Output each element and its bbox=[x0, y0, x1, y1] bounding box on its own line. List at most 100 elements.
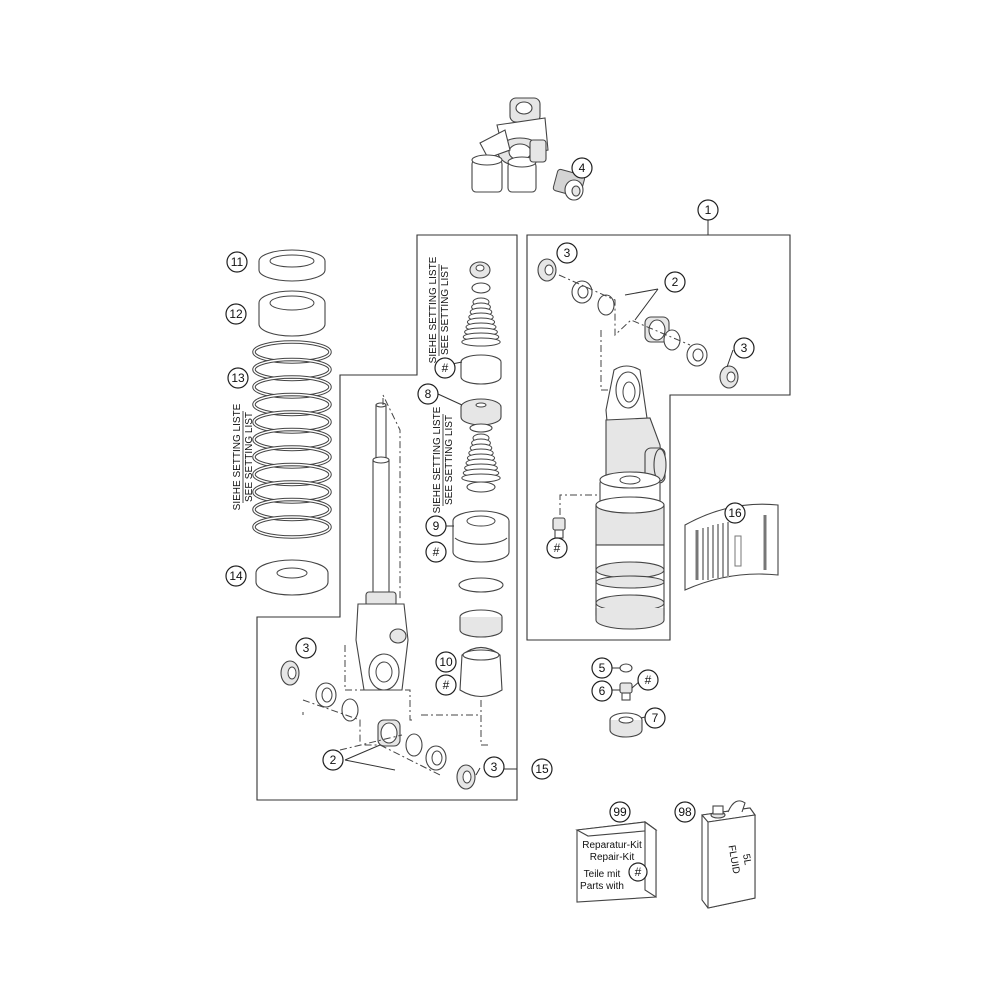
part-12-nut bbox=[258, 290, 326, 337]
svg-text:3: 3 bbox=[491, 760, 498, 774]
callout-98: 98 bbox=[674, 801, 696, 823]
part-10-bump-rubber bbox=[459, 646, 503, 698]
svg-text:2: 2 bbox=[672, 275, 679, 289]
kit-label-line3: Teile mit bbox=[584, 869, 621, 880]
hash-callout-valve: # bbox=[637, 669, 659, 691]
svg-text:1: 1 bbox=[705, 203, 712, 217]
svg-text:16: 16 bbox=[728, 506, 742, 520]
part-6-valve bbox=[619, 682, 633, 701]
kit-label-line4: Parts with bbox=[580, 881, 624, 892]
svg-text:12: 12 bbox=[229, 307, 243, 321]
lower-eye-mount bbox=[355, 603, 409, 691]
hash-callout-bump-rubber: # bbox=[435, 674, 457, 696]
spring-setting-label: SIEHE SETTING LISTE SEE SETTING LIST bbox=[232, 403, 255, 510]
hash-callout-bleed-screw: # bbox=[546, 537, 568, 559]
lower-setting-de: SIEHE SETTING LISTE bbox=[432, 406, 443, 513]
upper-shim-stack bbox=[461, 297, 501, 347]
callout-3-upper-right: 3 bbox=[733, 337, 755, 359]
callout-12: 12 bbox=[225, 303, 247, 325]
spring-setting-en: SEE SETTING LIST bbox=[244, 412, 255, 502]
part-16-decal bbox=[684, 503, 779, 591]
callout-10: 10 bbox=[435, 651, 457, 673]
kit-label-line2: Repair-Kit bbox=[590, 852, 635, 863]
svg-text:#: # bbox=[443, 678, 450, 692]
svg-text:5: 5 bbox=[599, 661, 606, 675]
svg-text:15: 15 bbox=[535, 762, 549, 776]
bearing-set-upper bbox=[571, 280, 708, 367]
callout-14: 14 bbox=[225, 565, 247, 587]
svg-text:7: 7 bbox=[652, 711, 659, 725]
callout-3-lower-left: 3 bbox=[295, 637, 317, 659]
callout-2-lower: 2 bbox=[322, 749, 344, 771]
svg-text:#: # bbox=[635, 865, 642, 879]
washer-lower bbox=[466, 481, 496, 493]
o-ring bbox=[458, 577, 504, 593]
callout-1: 1 bbox=[697, 199, 719, 221]
svg-text:#: # bbox=[645, 673, 652, 687]
part-14-spring-retainer bbox=[255, 559, 329, 596]
svg-text:2: 2 bbox=[330, 753, 337, 767]
svg-text:8: 8 bbox=[425, 387, 432, 401]
callout-5: 5 bbox=[591, 657, 613, 679]
callout-2-upper: 2 bbox=[664, 271, 686, 293]
piston-rod bbox=[365, 402, 397, 607]
part-11-nut bbox=[258, 249, 326, 282]
svg-text:99: 99 bbox=[613, 805, 627, 819]
part-8-piston bbox=[460, 398, 502, 426]
callout-11: 11 bbox=[226, 251, 248, 273]
part-3-bushing-lower-left bbox=[280, 660, 300, 686]
callout-15: 15 bbox=[531, 758, 553, 780]
svg-text:3: 3 bbox=[564, 246, 571, 260]
shock-absorber-body bbox=[595, 365, 667, 630]
callout-3-lower-right: 3 bbox=[483, 756, 505, 778]
svg-text:#: # bbox=[442, 361, 449, 375]
callout-4: 4 bbox=[571, 157, 593, 179]
kit-label-line1: Reparatur-Kit bbox=[582, 840, 642, 851]
fluid-label-line2: 5L bbox=[740, 853, 753, 866]
callout-6: 6 bbox=[591, 680, 613, 702]
part-3-bushing-upper-right bbox=[719, 365, 739, 389]
svg-text:11: 11 bbox=[231, 255, 244, 269]
upper-ring bbox=[460, 354, 502, 385]
hash-callout-seal-head: # bbox=[425, 541, 447, 563]
upper-setting-label: SIEHE SETTING LISTE SEE SETTING LIST bbox=[428, 256, 451, 363]
part-3-bushing-lower-right bbox=[456, 764, 476, 790]
svg-text:6: 6 bbox=[599, 684, 606, 698]
svg-text:4: 4 bbox=[579, 161, 586, 175]
callout-3-upper-left: 3 bbox=[556, 242, 578, 264]
washer-mid bbox=[469, 423, 493, 433]
upper-nut bbox=[469, 261, 491, 279]
svg-text:10: 10 bbox=[439, 655, 453, 669]
svg-text:#: # bbox=[433, 545, 440, 559]
callout-99: 99 bbox=[609, 801, 631, 823]
part-9-seal-head bbox=[452, 510, 510, 563]
fluid-label-line1: FLUID bbox=[726, 844, 742, 874]
fluid-can: FLUID 5L bbox=[700, 800, 756, 909]
svg-text:3: 3 bbox=[303, 641, 310, 655]
svg-text:9: 9 bbox=[433, 519, 440, 533]
upper-setting-en: SEE SETTING LIST bbox=[440, 265, 451, 355]
part-7-cap bbox=[609, 712, 643, 738]
svg-text:98: 98 bbox=[678, 805, 692, 819]
assembly-1-frame bbox=[526, 234, 791, 641]
spring-setting-de: SIEHE SETTING LISTE bbox=[232, 403, 243, 510]
upper-setting-de: SIEHE SETTING LISTE bbox=[428, 256, 439, 363]
callout-13: 13 bbox=[227, 367, 249, 389]
part-13-spring bbox=[252, 340, 332, 539]
svg-text:14: 14 bbox=[229, 569, 243, 583]
hash-callout-upper: # bbox=[434, 357, 456, 379]
part-3-bushing-upper-left bbox=[537, 258, 557, 282]
repair-kit-box: Reparatur-Kit Repair-Kit Teile mit Parts… bbox=[575, 820, 658, 903]
assembly-15-frame bbox=[256, 234, 518, 801]
lower-shim-stack bbox=[461, 433, 501, 483]
callout-8: 8 bbox=[417, 383, 439, 405]
part-5-washer bbox=[619, 663, 633, 673]
washer-small bbox=[471, 282, 491, 294]
top-reservoir-assembly bbox=[471, 97, 549, 193]
svg-text:13: 13 bbox=[231, 371, 245, 385]
bleed-screw bbox=[552, 517, 566, 539]
callout-7: 7 bbox=[644, 707, 666, 729]
lower-setting-en: SEE SETTING LIST bbox=[444, 415, 455, 505]
